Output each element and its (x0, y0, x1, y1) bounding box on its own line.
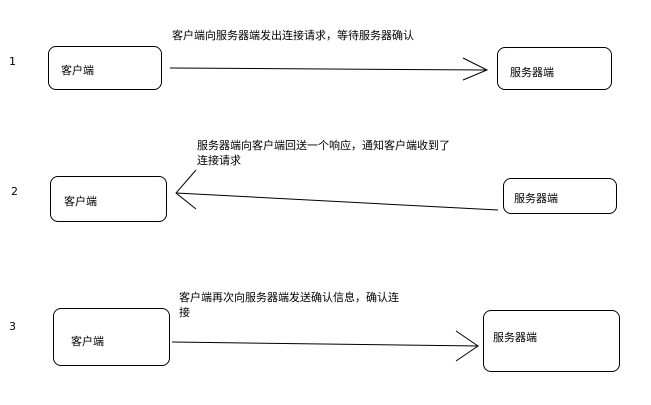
step-3-client-label: 客户端 (71, 335, 104, 348)
step-3-server-box: 服务器端 (483, 310, 620, 372)
step-2-number: 2 (11, 185, 18, 198)
step-3-description: 客户端再次向服务器端发送确认信息，确认连 接 (179, 291, 399, 319)
step-1-client-box: 客户端 (48, 46, 162, 90)
step-1-description: 客户端向服务器端发出连接请求，等待服务器确认 (172, 29, 414, 42)
arrow-2-head (175, 169, 197, 210)
step-1-server-box: 服务器端 (497, 47, 612, 90)
step-1-number: 1 (9, 55, 16, 68)
step-2-client-box: 客户端 (50, 176, 167, 222)
step-3-client-box: 客户端 (53, 308, 170, 366)
arrow-3-line (171, 341, 479, 347)
step-2-server-box: 服务器端 (503, 178, 617, 214)
arrow-1-line (169, 67, 488, 71)
step-2-description: 服务器端向客户端回送一个响应，通知客户端收到了 连接请求 (197, 139, 450, 167)
step-3-number: 3 (9, 320, 16, 333)
step-3-server-label: 服务器端 (493, 331, 537, 344)
arrow-1-head (462, 57, 489, 81)
step-1-server-label: 服务器端 (510, 66, 554, 79)
step-2-client-label: 客户端 (64, 195, 97, 208)
arrow-2-line (175, 192, 499, 211)
arrow-3-head (455, 330, 479, 362)
step-1-client-label: 客户端 (61, 64, 94, 77)
step-2-server-label: 服务器端 (514, 192, 558, 205)
